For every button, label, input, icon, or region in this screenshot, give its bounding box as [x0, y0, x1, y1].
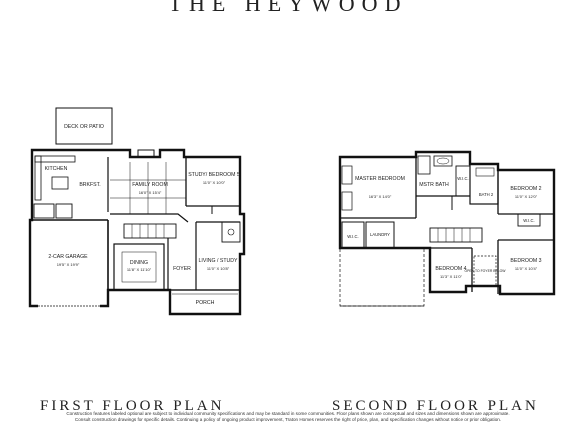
wic-2-label: W.I.C. — [523, 218, 534, 223]
study-dim: 11'0" X 10'0" — [203, 180, 226, 185]
living-label: LIVING / STUDY — [199, 258, 238, 264]
kitchen-label: KITCHEN — [45, 166, 68, 172]
bedroom-4-dim: 11'3" X 11'0" — [440, 274, 463, 279]
dining-room — [113, 243, 165, 291]
first-floor-label: FIRST FLOOR PLAN — [40, 398, 225, 414]
kitchen-island — [51, 176, 69, 190]
second-floor-label: SECOND FLOOR PLAN — [332, 398, 539, 414]
disclaimer-line-2: Consult construction drawings for specif… — [74, 417, 502, 422]
bedroom-2-label: BEDROOM 2 — [510, 186, 541, 192]
garage-label: 2-CAR GARAGE — [48, 254, 88, 260]
study-label: STUDY/ BEDROOM 5 — [188, 172, 240, 178]
dining-dim: 11'8" X 11'10" — [127, 267, 152, 272]
disclaimer: Construction features labeled optional a… — [4, 411, 572, 423]
dining-label: DINING — [130, 260, 148, 266]
second-floor-outline — [338, 150, 556, 296]
plan-title: THE HEYWOOD — [168, 0, 408, 16]
second-floor-plan — [338, 150, 556, 307]
master-label: MASTER BEDROOM — [355, 176, 405, 182]
disclaimer-line-1: Construction features labeled optional a… — [66, 411, 510, 416]
porch-outline — [169, 289, 241, 315]
master-dim: 16'3" X 14'0" — [369, 194, 392, 199]
bedroom-3-dim: 11'0" X 10'4" — [515, 266, 538, 271]
family-room-label: FAMILY ROOM — [132, 182, 168, 188]
bedroom-3-label: BEDROOM 3 — [510, 258, 541, 264]
mstr-bath-label: MSTR BATH — [419, 182, 449, 188]
porch-label: PORCH — [196, 300, 215, 306]
laundry-label: LAUNDRY — [370, 232, 390, 237]
wic-left-label: W.I.C. — [347, 234, 358, 239]
brkfst-label: BRKFST. — [79, 182, 100, 188]
deck-outline — [55, 107, 113, 145]
garage-dim: 19'5" X 19'9" — [57, 262, 80, 267]
bath-2-label: BATH 2 — [479, 192, 494, 197]
first-floor-plan — [28, 107, 246, 316]
family-room-dim: 16'0" X 15'4" — [139, 190, 162, 195]
open-to-foyer-label: OPEN TO FOYER BELOW — [465, 269, 507, 273]
bedroom-2-dim: 11'0" X 12'0" — [515, 194, 538, 199]
stairs — [123, 223, 177, 239]
bedroom-4-label: BEDROOM 4 — [435, 266, 466, 272]
foyer-label: FOYER — [173, 266, 191, 272]
wic-1-label: W.I.C. — [457, 176, 468, 181]
living-dim: 11'0" X 10'8" — [207, 266, 230, 271]
deck-label: DECK OR PATIO — [64, 124, 104, 130]
